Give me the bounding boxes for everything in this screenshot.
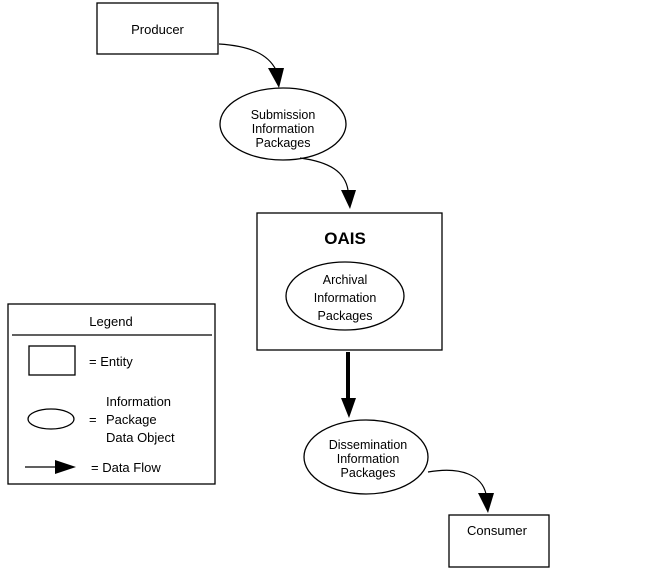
archival-line-2: Information xyxy=(314,291,377,305)
legend-box xyxy=(7,303,216,485)
legend-package-line-2: Package xyxy=(106,412,157,427)
producer-box xyxy=(96,2,219,55)
flow-producer-to-sip xyxy=(218,43,284,88)
legend: Legend = Entity = Information Package Da… xyxy=(7,303,216,485)
flow-arrowhead xyxy=(341,398,356,418)
flow-curve xyxy=(299,157,349,191)
legend-flow-label: = Data Flow xyxy=(91,460,161,475)
legend-package-swatch xyxy=(27,408,75,430)
submission-information-packages: Submission Information Packages xyxy=(219,87,347,161)
producer-label: Producer xyxy=(131,22,184,37)
legend-entity-swatch xyxy=(28,345,76,376)
dissemination-line-1: Dissemination xyxy=(329,438,408,452)
producer-entity: Producer xyxy=(96,2,219,55)
submission-line-1: Submission xyxy=(251,108,316,122)
legend-package-line-1: Information xyxy=(106,394,171,409)
oais-entity: OAIS Archival Information Packages xyxy=(256,212,443,351)
legend-title: Legend xyxy=(89,314,132,329)
legend-package-equals: = xyxy=(89,412,97,427)
dissemination-information-packages: Dissemination Information Packages xyxy=(303,419,429,495)
flow-oais-to-dip xyxy=(341,352,356,418)
legend-entity-label: = Entity xyxy=(89,354,133,369)
legend-flow-arrowhead xyxy=(55,460,76,474)
submission-line-2: Information xyxy=(252,122,315,136)
consumer-entity: Consumer xyxy=(448,514,550,568)
flow-curve xyxy=(427,469,487,495)
submission-line-3: Packages xyxy=(256,136,311,150)
dissemination-ellipse xyxy=(303,419,429,495)
flow-dip-to-consumer xyxy=(427,469,494,513)
legend-package-line-3: Data Object xyxy=(106,430,175,445)
archival-line-3: Packages xyxy=(318,309,373,323)
archival-line-1: Archival xyxy=(323,273,367,287)
flow-arrowhead xyxy=(268,68,284,88)
dissemination-line-2: Information xyxy=(337,452,400,466)
flow-arrowhead xyxy=(341,190,356,209)
submission-ellipse xyxy=(219,87,347,161)
archival-ellipse xyxy=(285,261,405,331)
oais-title: OAIS xyxy=(324,229,366,248)
dissemination-line-3: Packages xyxy=(341,466,396,480)
consumer-label: Consumer xyxy=(467,523,528,538)
flow-sip-to-oais xyxy=(299,157,356,209)
flow-curve xyxy=(218,43,277,71)
consumer-box xyxy=(448,514,550,568)
flow-arrowhead xyxy=(478,493,494,513)
